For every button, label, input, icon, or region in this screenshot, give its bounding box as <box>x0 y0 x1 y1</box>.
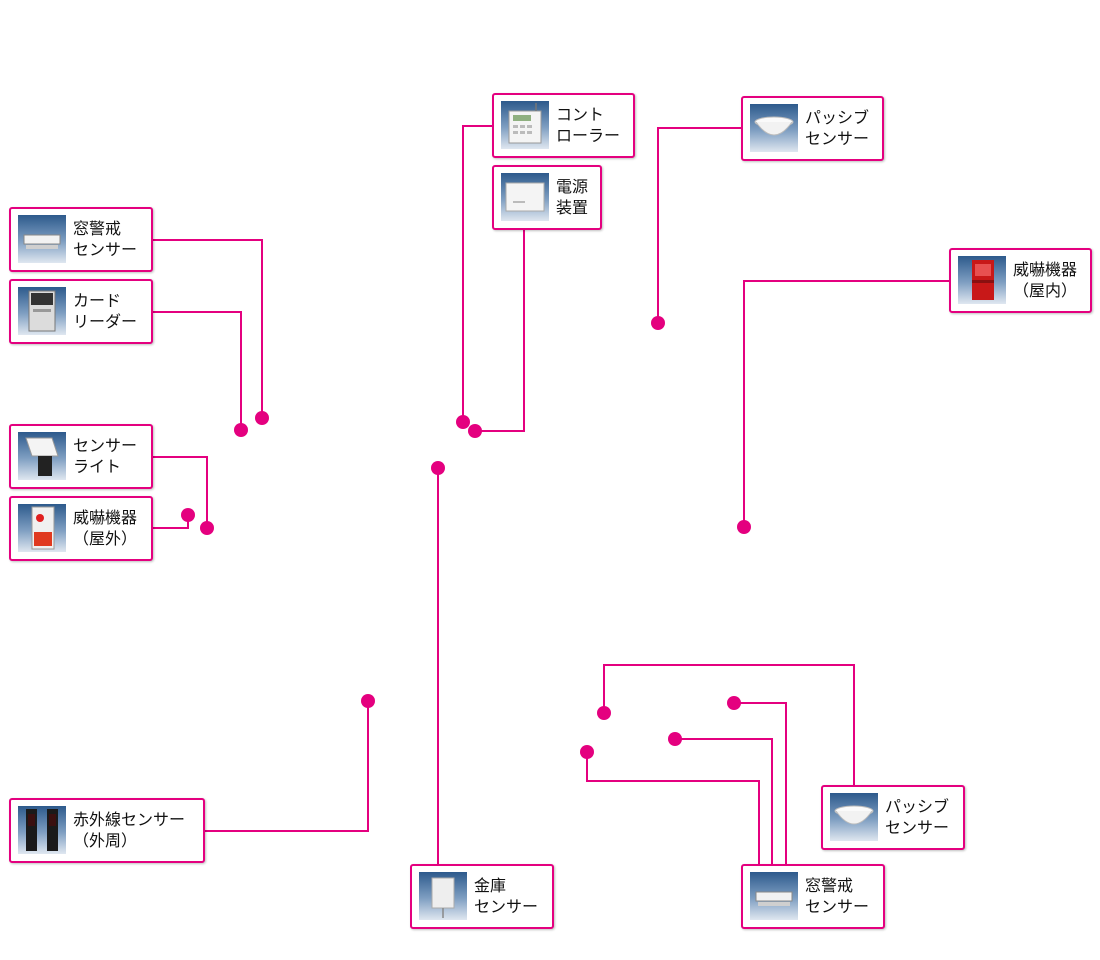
device-name-line1: コント <box>556 107 605 124</box>
wire-power-supply <box>475 230 525 432</box>
wire-passive-sensor-top <box>657 127 741 323</box>
device-label: 金庫 センサー <box>474 876 538 918</box>
device-label: 威嚇機器 （屋内） <box>1013 260 1077 302</box>
wire-window-sensor-bottom-a <box>734 702 787 865</box>
device-name-line1: パッシブ <box>885 799 950 816</box>
wire-passive-sensor-bottom <box>603 664 855 786</box>
sensor-light-icon <box>18 432 66 480</box>
wire-window-sensor-bottom-b <box>675 738 773 865</box>
device-card-power-supply[interactable]: 電源 装置 <box>492 165 602 230</box>
device-card-sensor-light[interactable]: センサー ライト <box>9 424 153 489</box>
wire-card-reader <box>152 311 242 430</box>
safe-sensor-icon <box>419 872 467 920</box>
window-sensor-icon <box>18 215 66 263</box>
device-name-line2: センサー <box>805 131 870 148</box>
wire-controller <box>462 125 492 422</box>
device-name-line2: ローラー <box>556 128 621 145</box>
device-card-intimidation-outdoor[interactable]: 威嚇機器 （屋外） <box>9 496 153 561</box>
device-name-line1: センサー <box>73 438 138 455</box>
device-name-line2: （屋内） <box>1013 283 1078 300</box>
device-name-line1: 金庫 <box>474 878 507 895</box>
device-name-line1: 威嚇機器 <box>1013 262 1078 279</box>
device-name-line2: 装置 <box>556 200 589 217</box>
device-card-window-sensor-left[interactable]: 窓警戒 センサー <box>9 207 153 272</box>
device-name-line2: ライト <box>73 459 122 476</box>
window-sensor-icon <box>750 872 798 920</box>
endpoint-dot <box>200 521 214 535</box>
device-label: 電源 装置 <box>556 177 588 219</box>
endpoint-dot <box>255 411 269 425</box>
endpoint-dot <box>431 461 445 475</box>
endpoint-dot <box>737 520 751 534</box>
device-name-line1: 窓警戒 <box>73 221 122 238</box>
passive-sensor-icon <box>750 104 798 152</box>
device-label: 赤外線センサー （外周） <box>73 810 185 852</box>
endpoint-dot <box>361 694 375 708</box>
device-label: センサー ライト <box>73 436 137 478</box>
device-name-line2: センサー <box>885 820 950 837</box>
device-name-line2: リーダー <box>73 314 138 331</box>
endpoint-dot <box>468 424 482 438</box>
device-card-passive-sensor-top[interactable]: パッシブ センサー <box>741 96 884 161</box>
wire-window-sensor-bottom-c <box>586 752 760 865</box>
device-label: 威嚇機器 （屋外） <box>73 508 137 550</box>
device-name-line2: センサー <box>805 899 870 916</box>
power-supply-icon <box>501 173 549 221</box>
endpoint-dot <box>727 696 741 710</box>
device-label: パッシブ センサー <box>805 108 869 150</box>
device-name-line1: パッシブ <box>805 110 870 127</box>
endpoint-dot <box>456 415 470 429</box>
device-card-safe-sensor[interactable]: 金庫 センサー <box>410 864 554 929</box>
siren-indoor-icon <box>958 256 1006 304</box>
device-name-line1: 威嚇機器 <box>73 510 138 527</box>
device-name-line2: センサー <box>73 242 138 259</box>
endpoint-dot <box>668 732 682 746</box>
endpoint-dot <box>597 706 611 720</box>
device-card-infrared-sensor[interactable]: 赤外線センサー （外周） <box>9 798 205 863</box>
wire-intimidation-indoor <box>743 280 949 527</box>
passive-sensor-icon <box>830 793 878 841</box>
endpoint-dot <box>181 508 195 522</box>
endpoint-dot <box>651 316 665 330</box>
wire-infrared-sensor <box>204 701 369 832</box>
device-name-line1: カード <box>73 293 122 310</box>
wire-sensor-light <box>152 456 208 528</box>
device-label: パッシブ センサー <box>885 797 949 839</box>
device-label: コント ローラー <box>556 105 620 147</box>
device-card-controller[interactable]: コント ローラー <box>492 93 635 158</box>
endpoint-dot <box>234 423 248 437</box>
device-name-line2: センサー <box>474 899 539 916</box>
device-card-passive-sensor-bottom[interactable]: パッシブ センサー <box>821 785 965 850</box>
device-name-line1: 電源 <box>556 179 589 196</box>
device-label: 窓警戒 センサー <box>805 876 869 918</box>
controller-keypad-icon <box>501 101 549 149</box>
device-card-intimidation-indoor[interactable]: 威嚇機器 （屋内） <box>949 248 1092 313</box>
card-reader-icon <box>18 287 66 335</box>
device-card-window-sensor-bottom[interactable]: 窓警戒 センサー <box>741 864 885 929</box>
wire-window-sensor-left <box>152 239 263 418</box>
siren-outdoor-icon <box>18 504 66 552</box>
device-card-card-reader[interactable]: カード リーダー <box>9 279 153 344</box>
device-name-line2: （外周） <box>73 833 138 850</box>
endpoint-dot <box>580 745 594 759</box>
device-name-line1: 窓警戒 <box>805 878 854 895</box>
device-label: 窓警戒 センサー <box>73 219 137 261</box>
device-label: カード リーダー <box>73 291 137 333</box>
infrared-beam-sensor-icon <box>18 806 66 854</box>
device-name-line1: 赤外線センサー <box>73 812 186 829</box>
device-name-line2: （屋外） <box>73 531 138 548</box>
